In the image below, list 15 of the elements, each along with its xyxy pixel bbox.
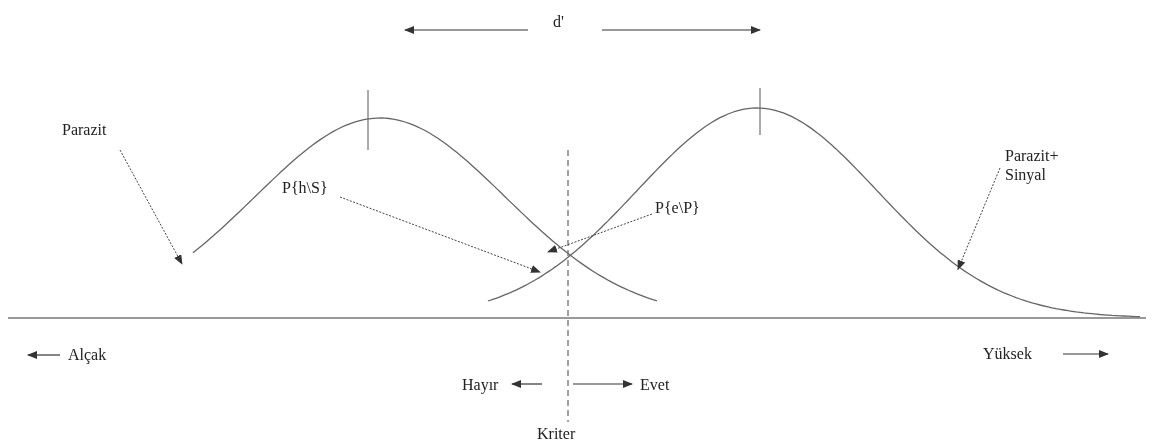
curve-label: Parazit+ Sinyal xyxy=(1005,146,1065,184)
curve-label: P{e\P} xyxy=(655,198,725,217)
axis-label: Alçak xyxy=(68,345,107,364)
curve-label: Parazit xyxy=(62,120,132,139)
distance-label: d' xyxy=(553,12,564,31)
leader-arrow xyxy=(119,149,183,265)
leader-arrow xyxy=(957,167,1001,271)
leader-arrow xyxy=(339,196,541,273)
axis-label: Yüksek xyxy=(983,344,1032,363)
response-label: Evet xyxy=(640,375,670,394)
response-label: Hayır xyxy=(462,375,499,394)
curve-label: P{h\S} xyxy=(282,178,344,197)
distribution-curve xyxy=(488,108,1140,320)
leader-arrow xyxy=(547,213,653,253)
criterion-label: Kriter xyxy=(537,424,576,443)
